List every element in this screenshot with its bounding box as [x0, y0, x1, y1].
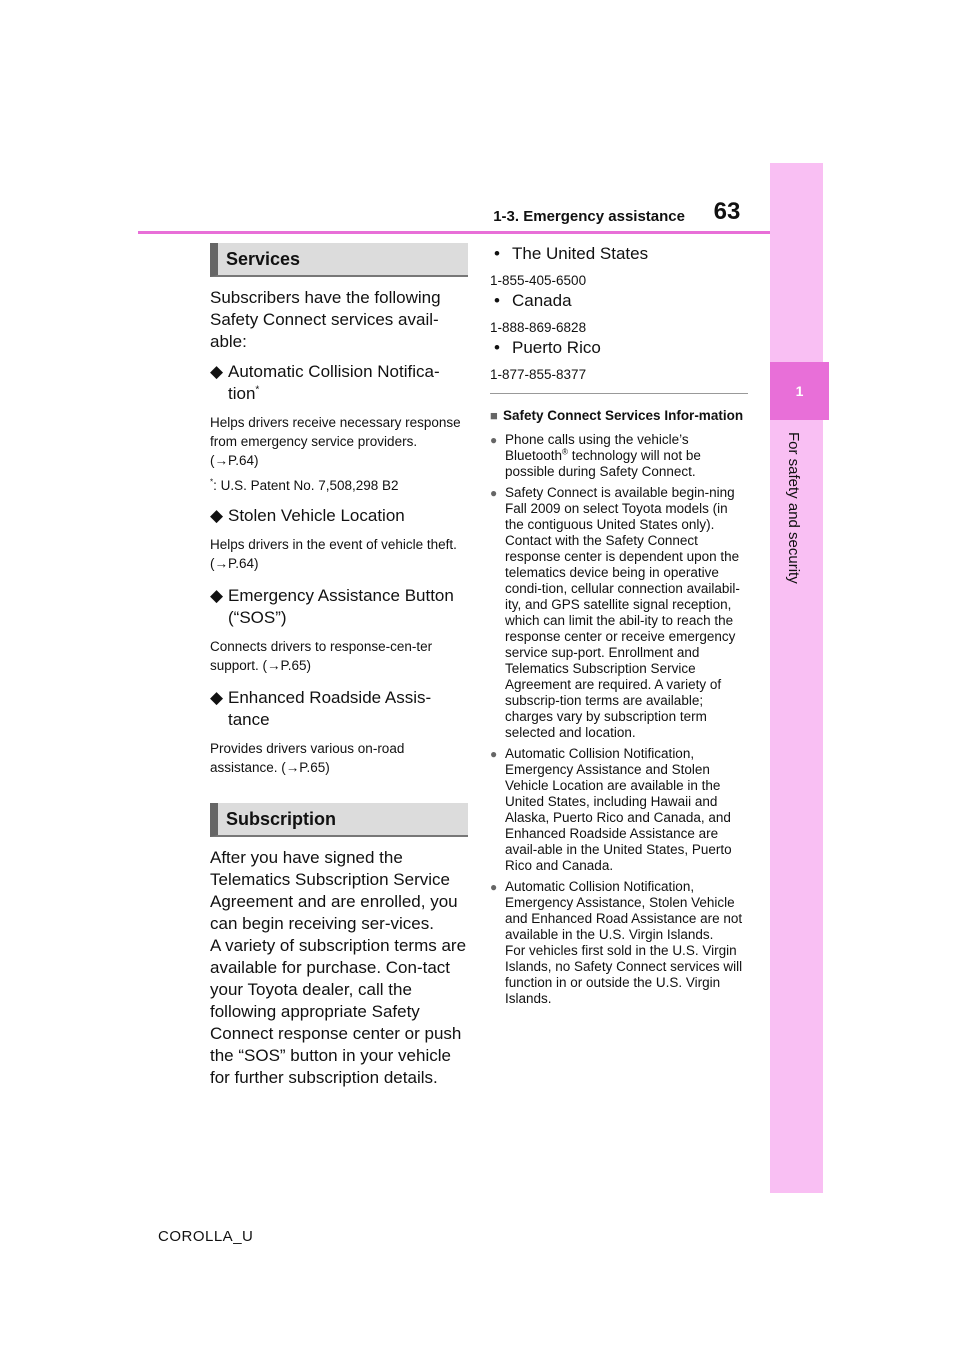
service-item: ◆Emergency Assistance Button (“SOS”) Con…: [210, 585, 468, 675]
side-tab-label: For safety and security: [785, 432, 802, 584]
side-tab-number: 1: [770, 362, 829, 420]
services-heading: Services: [210, 243, 468, 277]
subscription-paragraph: A variety of subscription terms are avai…: [210, 936, 467, 1087]
service-title: Automatic Collision Notifica-tion*: [228, 362, 440, 403]
right-column: • The United States 1-855-405-6500 • Canad…: [490, 243, 748, 1007]
bullet-dot-icon: •: [494, 244, 500, 263]
service-item: ◆Enhanced Roadside Assis-tance Provides …: [210, 687, 468, 777]
info-point: ●Automatic Collision Notification, Emerg…: [490, 879, 743, 1006]
region-phone: 1-888-869-6828: [490, 320, 587, 335]
service-desc: Helps drivers receive necessary response…: [210, 415, 461, 468]
region-phone: 1-877-855-8377: [490, 367, 587, 382]
subscription-paragraph: After you have signed the Telematics Sub…: [210, 848, 458, 933]
circle-bullet-icon: ●: [490, 486, 498, 500]
service-title: Stolen Vehicle Location: [228, 506, 405, 525]
footnote: *: U.S. Patent No. 7,508,298 B2: [210, 477, 399, 493]
service-desc: Connects drivers to response-cen-ter sup…: [210, 639, 433, 673]
left-column: Services Subscribers have the following …: [210, 243, 468, 1089]
bullet-dot-icon: •: [494, 291, 500, 310]
region-phone: 1-855-405-6500: [490, 273, 587, 288]
region-list: • The United States 1-855-405-6500 • Canad…: [490, 243, 748, 384]
divider: [490, 393, 748, 394]
service-desc: Provides drivers various on-road assista…: [210, 741, 405, 775]
section-title: 1-3. Emergency assistance: [493, 208, 685, 225]
header-rule: [138, 231, 770, 234]
region-name: Canada: [512, 291, 572, 310]
service-desc: Helps drivers in the event of vehicle th…: [210, 537, 457, 571]
info-point: ●Safety Connect is available begin-ning …: [490, 485, 740, 740]
page-number: 63: [713, 198, 741, 225]
info-point: ●Automatic Collision Notification, Emerg…: [490, 746, 732, 873]
service-item: ◆Stolen Vehicle Location Helps drivers i…: [210, 505, 468, 573]
circle-bullet-icon: ●: [490, 433, 498, 447]
subscription-heading: Subscription: [210, 803, 468, 837]
bullet-dot-icon: •: [494, 338, 500, 357]
diamond-bullet-icon: ◆: [210, 506, 224, 525]
region-name: Puerto Rico: [512, 338, 601, 357]
info-heading: ■Safety Connect Services Infor-mation: [490, 408, 744, 423]
diamond-bullet-icon: ◆: [210, 586, 224, 605]
service-title: Emergency Assistance Button (“SOS”): [228, 586, 454, 627]
region-name: The United States: [512, 244, 649, 263]
service-title: Enhanced Roadside Assis-tance: [228, 688, 432, 729]
service-item: ◆Automatic Collision Notifica-tion* Help…: [210, 361, 468, 495]
square-bullet-icon: ■: [490, 408, 498, 423]
side-tab: [770, 163, 823, 1193]
services-intro: Subscribers have the following Safety Co…: [210, 288, 441, 351]
diamond-bullet-icon: ◆: [210, 362, 224, 381]
diamond-bullet-icon: ◆: [210, 688, 224, 707]
footer-text: COROLLA_U: [158, 1228, 254, 1245]
circle-bullet-icon: ●: [490, 880, 498, 894]
circle-bullet-icon: ●: [490, 747, 498, 761]
info-point: ●Phone calls using the vehicle’s Bluetoo…: [490, 432, 701, 479]
